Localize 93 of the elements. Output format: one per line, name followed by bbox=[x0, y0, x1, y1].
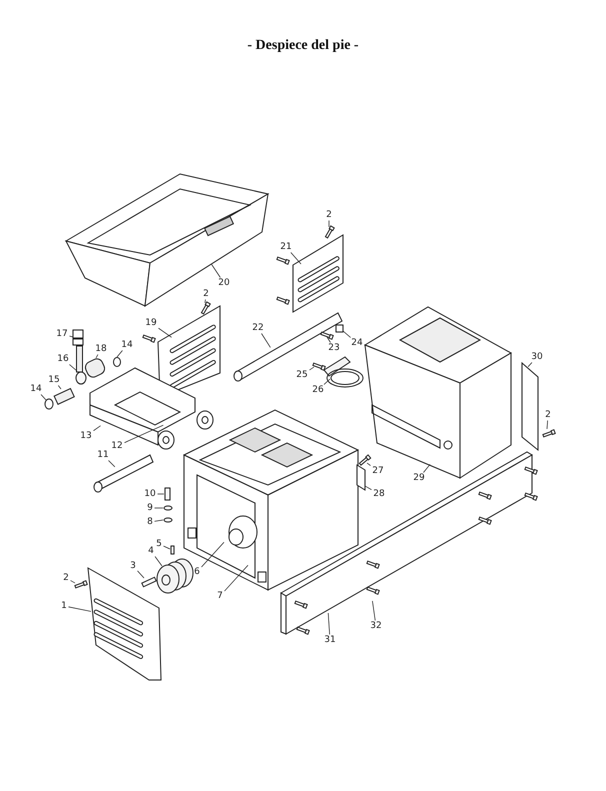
leader-line bbox=[68, 606, 92, 612]
bolt bbox=[164, 488, 170, 500]
callout-number: 28 bbox=[373, 489, 385, 499]
cover-plate bbox=[292, 234, 344, 313]
callout-number: 7 bbox=[217, 591, 223, 601]
callout-number: 22 bbox=[252, 323, 264, 333]
leader-line bbox=[96, 354, 98, 358]
callout-number: 8 bbox=[147, 517, 153, 527]
callout-number: 30 bbox=[531, 352, 543, 362]
callout-number: 17 bbox=[56, 329, 68, 339]
callout-number: 21 bbox=[280, 242, 292, 252]
callout-number: 4 bbox=[148, 546, 154, 556]
bolt bbox=[76, 346, 86, 384]
leader-line bbox=[546, 420, 548, 430]
leader-line bbox=[69, 364, 78, 372]
callout-number: 5 bbox=[156, 539, 162, 549]
callout-number: 27 bbox=[372, 466, 384, 476]
ring-clamp bbox=[323, 356, 364, 388]
callout-number: 14 bbox=[30, 384, 42, 394]
diagram-title: - Despiece del pie - bbox=[246, 38, 360, 54]
leader-line bbox=[328, 220, 330, 228]
leader-line bbox=[342, 330, 351, 338]
callout-number: 14 bbox=[121, 340, 133, 350]
screw bbox=[200, 301, 211, 315]
leader-line bbox=[58, 385, 62, 390]
pulley bbox=[156, 558, 194, 594]
callout-number: 10 bbox=[144, 489, 156, 499]
washer bbox=[164, 518, 172, 522]
leader-line bbox=[326, 336, 331, 343]
leader-line bbox=[528, 362, 532, 368]
leader-line bbox=[204, 299, 206, 304]
callout-number: 15 bbox=[48, 375, 60, 385]
leader-line bbox=[211, 264, 221, 278]
leader-line bbox=[137, 570, 144, 578]
callout-number: 1 bbox=[61, 601, 67, 611]
callout-number: 2 bbox=[63, 573, 69, 583]
callout-number: 32 bbox=[370, 621, 382, 631]
callout-number: 13 bbox=[80, 431, 92, 441]
washer bbox=[113, 357, 121, 367]
washer bbox=[164, 506, 172, 510]
leader-line bbox=[154, 556, 162, 566]
leader-line bbox=[364, 486, 372, 490]
callout-number: 2 bbox=[545, 410, 551, 420]
screw bbox=[358, 454, 372, 466]
callout-number: 18 bbox=[95, 344, 107, 354]
callout-number: 26 bbox=[312, 385, 324, 395]
leader-line bbox=[124, 424, 164, 443]
callout-number: 29 bbox=[413, 473, 425, 483]
leader-line bbox=[116, 350, 123, 358]
screw bbox=[320, 332, 334, 340]
leader-line bbox=[372, 600, 376, 621]
key bbox=[141, 576, 157, 588]
callout-number: 25 bbox=[296, 370, 308, 380]
leader-line bbox=[290, 252, 302, 264]
leader-line bbox=[163, 546, 170, 550]
callout-number: 23 bbox=[328, 343, 340, 353]
leader-line bbox=[324, 378, 330, 385]
screw bbox=[312, 362, 326, 371]
leader-line bbox=[40, 394, 46, 400]
leader-line bbox=[309, 366, 314, 370]
callout-number: 12 bbox=[111, 441, 123, 451]
callout-number: 24 bbox=[351, 338, 363, 348]
leader-line bbox=[328, 612, 330, 635]
washer bbox=[44, 398, 54, 410]
sleeve bbox=[54, 388, 75, 405]
callout-number: 31 bbox=[324, 635, 336, 645]
callout-number: 9 bbox=[147, 503, 153, 513]
leader-line bbox=[261, 333, 271, 348]
screw bbox=[170, 546, 174, 554]
screw bbox=[324, 225, 335, 239]
callout-number: 2 bbox=[203, 289, 209, 299]
leader-line bbox=[423, 464, 430, 473]
leader-line bbox=[108, 460, 116, 468]
leader-line bbox=[93, 425, 101, 432]
callout-number: 19 bbox=[145, 318, 157, 328]
nut bbox=[72, 330, 84, 346]
leader-line bbox=[69, 336, 74, 338]
callout-number: 3 bbox=[130, 561, 136, 571]
screw bbox=[542, 429, 556, 438]
callout-number: 20 bbox=[218, 278, 230, 288]
leader-line bbox=[224, 564, 248, 592]
leader-line bbox=[70, 580, 76, 584]
leader-line bbox=[154, 520, 164, 522]
screw bbox=[74, 580, 88, 588]
callout-number: 6 bbox=[194, 567, 200, 577]
callout-number: 2 bbox=[326, 210, 332, 220]
callout-number: 11 bbox=[97, 450, 109, 460]
leader-line bbox=[366, 462, 371, 466]
leader-line bbox=[158, 328, 172, 338]
bracket bbox=[356, 464, 366, 491]
leader-line bbox=[201, 542, 224, 568]
callout-number: 16 bbox=[57, 354, 69, 364]
clamp-block bbox=[336, 324, 344, 332]
